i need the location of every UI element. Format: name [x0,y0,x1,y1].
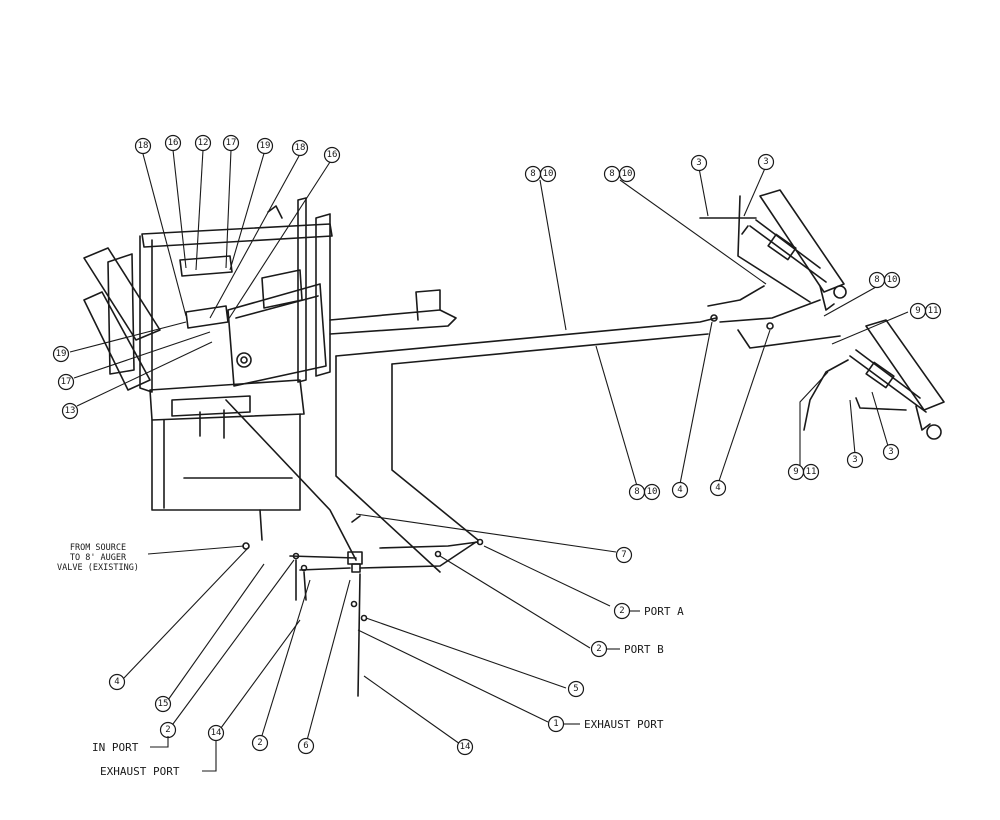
callout-balloon: 4 [709,479,727,497]
callout-balloon: 17 [222,134,240,152]
callout-balloon: 19 [52,345,70,363]
svg-text:8: 8 [530,169,535,179]
callout-balloon: 16 [323,146,341,164]
svg-text:8: 8 [634,487,639,497]
exhaust-port-label: EXHAUST PORT [584,718,664,731]
svg-text:3: 3 [852,455,857,465]
callout-balloon: 17 [57,373,75,391]
svg-text:3: 3 [888,447,893,457]
svg-text:4: 4 [114,677,119,687]
svg-text:3: 3 [696,158,701,168]
callout-balloon-pair: 8 10 [524,165,557,183]
svg-text:9: 9 [793,467,798,477]
hydraulic-cylinder-lower [849,319,945,440]
callout-balloon-pair: 9 11 [787,463,820,481]
svg-text:14: 14 [211,728,222,738]
callout-balloon-pair: 8 10 [628,483,661,501]
callout-balloon: 16 [164,134,182,152]
port-a-label: PORT A [644,605,684,618]
callout-balloon-pair: 9 11 [909,302,942,320]
exhaust-port-bottom-label: EXHAUST PORT [100,765,180,778]
svg-text:4: 4 [715,483,720,493]
svg-text:8: 8 [874,275,879,285]
callout-balloon: 3 [882,443,900,461]
callout-balloon: 7 [615,546,633,564]
callout-balloon: 3 [757,153,775,171]
svg-text:6: 6 [303,741,308,751]
port-b-label: PORT B [624,643,664,656]
in-port-label: IN PORT [92,741,139,754]
svg-text:10: 10 [887,275,898,285]
svg-text:TO 8' AUGER: TO 8' AUGER [70,553,127,563]
callout-balloon: 4 [671,481,689,499]
svg-text:3: 3 [763,157,768,167]
hydraulic-cylinder-upper [699,189,847,311]
callout-balloon: 2 [590,640,608,658]
port-labels: PORT A PORT B EXHAUST PORT IN PORT EXHAU… [92,605,684,778]
svg-text:7: 7 [621,550,626,560]
svg-text:10: 10 [647,487,658,497]
svg-text:16: 16 [168,138,179,148]
svg-text:17: 17 [61,377,72,387]
svg-text:FROM SOURCE: FROM SOURCE [70,543,126,553]
svg-text:2: 2 [165,725,170,735]
callout-balloon: 6 [297,737,315,755]
leader-lines [69,149,909,745]
svg-text:10: 10 [622,169,633,179]
svg-text:8: 8 [609,169,614,179]
valve-assembly [242,314,774,622]
svg-text:5: 5 [573,684,578,694]
mounting-frame [83,197,457,511]
svg-text:VALVE (EXISTING): VALVE (EXISTING) [57,563,139,573]
svg-text:15: 15 [158,699,169,709]
svg-text:18: 18 [138,141,149,151]
svg-text:1: 1 [553,719,558,729]
svg-text:18: 18 [295,143,306,153]
callout-balloon: 2 [251,734,269,752]
callout-balloon: 3 [846,451,864,469]
svg-text:10: 10 [543,169,554,179]
svg-text:11: 11 [928,306,939,316]
svg-text:19: 19 [260,141,271,151]
svg-text:2: 2 [596,644,601,654]
svg-text:16: 16 [327,150,338,160]
svg-text:2: 2 [619,606,624,616]
svg-text:2: 2 [257,738,262,748]
callout-balloon: 2 [613,602,631,620]
callout-balloon: 12 [194,134,212,152]
svg-text:11: 11 [806,467,817,477]
svg-text:17: 17 [226,138,237,148]
source-note: FROM SOURCE TO 8' AUGER VALVE (EXISTING) [57,543,139,573]
svg-text:19: 19 [56,349,67,359]
callout-balloon: 5 [567,680,585,698]
callout-balloon: 3 [690,154,708,172]
callout-balloon: 4 [108,673,126,691]
svg-text:14: 14 [460,742,471,752]
callout-balloon: 14 [456,738,474,756]
callout-balloon: 14 [207,724,225,742]
callout-balloon: 18 [291,139,309,157]
callout-balloon: 19 [256,137,274,155]
callout-balloon: 13 [61,402,79,420]
svg-text:13: 13 [65,406,76,416]
callout-balloon: 2 [159,721,177,739]
svg-text:9: 9 [915,306,920,316]
svg-text:12: 12 [198,138,209,148]
callout-balloon: 1 [547,715,565,733]
svg-text:4: 4 [677,485,682,495]
callout-balloon: 15 [154,695,172,713]
callout-balloon: 18 [134,137,152,155]
callout-balloon-pair: 8 10 [868,271,901,289]
callout-balloon-pair: 8 10 [603,165,636,183]
hose-lines [225,195,849,697]
